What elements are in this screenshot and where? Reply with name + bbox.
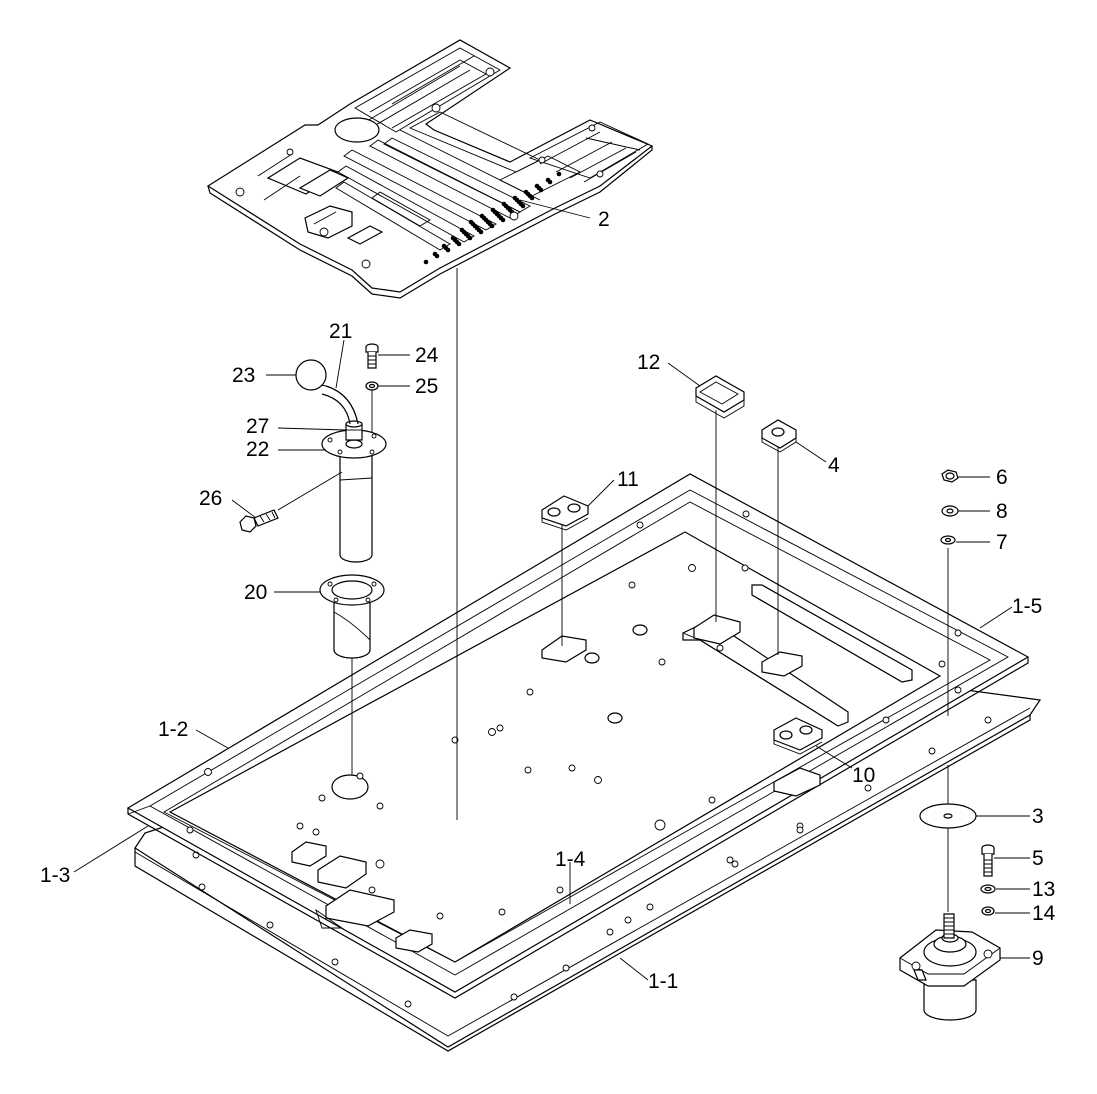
callout-5: 5: [1032, 847, 1044, 870]
perforation-dot: [490, 207, 496, 213]
floor-plate-body: [168, 531, 946, 963]
callout-4: 4: [828, 454, 840, 477]
part-5-bolt: [981, 844, 995, 877]
callout-1-2: 1-2: [158, 718, 188, 741]
part-8-washer: [941, 505, 959, 517]
callout-24: 24: [415, 344, 439, 367]
part-6-nut: [941, 469, 959, 483]
perforation-dot: [459, 227, 465, 233]
callout-1-4: 1-4: [555, 848, 586, 871]
callout-10: 10: [852, 764, 875, 787]
part-21-tube: [315, 383, 359, 425]
perforation-pattern: [423, 171, 562, 265]
callout-20: 20: [244, 581, 267, 604]
callout-1-5: 1-5: [1012, 595, 1042, 618]
assembly-guide-lines: [351, 268, 949, 912]
callout-8: 8: [996, 500, 1008, 523]
callout-1-3: 1-3: [40, 864, 70, 887]
part-2-floor-mat: [206, 39, 654, 299]
callout-6: 6: [996, 466, 1008, 489]
callout-14: 14: [1032, 902, 1056, 925]
perforation-dot: [479, 213, 485, 219]
perforation-dot: [523, 189, 529, 195]
callout-1-1: 1-1: [648, 970, 678, 993]
callout-21: 21: [329, 320, 352, 343]
perforation-dot: [556, 171, 562, 177]
callout-23: 23: [232, 364, 255, 387]
part-7-washer: [940, 535, 956, 545]
part-10-grommet: [773, 717, 823, 755]
leader-lines: [73, 199, 1030, 981]
callout-27: 27: [246, 415, 269, 438]
perforation-dot: [432, 251, 438, 257]
part-14-washer: [981, 906, 995, 916]
part-4-grommet: [761, 419, 797, 453]
part-13-washer: [980, 884, 996, 894]
part-20-filler-neck: [319, 574, 385, 659]
callout-25: 25: [415, 375, 438, 398]
part-12-grommet: [695, 375, 745, 419]
perforation-dot: [501, 201, 507, 207]
callout-13: 13: [1032, 878, 1055, 901]
part-24-screw: [365, 343, 379, 369]
part-27-fitting: [345, 420, 363, 441]
callout-labels: 2 21 24 23 25 27 22 26 20 12 4 11 6 8 7 …: [40, 208, 1056, 993]
part-22-gauge-tube: [321, 429, 387, 563]
perforation-dot: [468, 219, 474, 225]
part-3-washer: [919, 803, 977, 829]
perforation-dot: [534, 183, 540, 189]
callout-22: 22: [246, 438, 269, 461]
part-11-grommet: [541, 495, 589, 531]
callout-3: 3: [1032, 805, 1044, 828]
part-26-bolt: [239, 509, 279, 533]
part-23-float: [295, 359, 327, 391]
perforation-dot: [512, 195, 518, 201]
part-25-washer: [365, 381, 379, 432]
perforation-dot: [545, 177, 551, 183]
callout-11: 11: [617, 468, 639, 491]
callout-9: 9: [1032, 947, 1044, 970]
part-9-damper-mount: [899, 913, 1001, 1021]
callout-2: 2: [598, 208, 610, 231]
perforation-dot: [450, 235, 456, 241]
perforation-dot: [423, 259, 429, 265]
perforation-dot: [441, 243, 447, 249]
callout-7: 7: [996, 531, 1008, 554]
callout-12: 12: [637, 351, 660, 374]
callout-26: 26: [199, 487, 222, 510]
